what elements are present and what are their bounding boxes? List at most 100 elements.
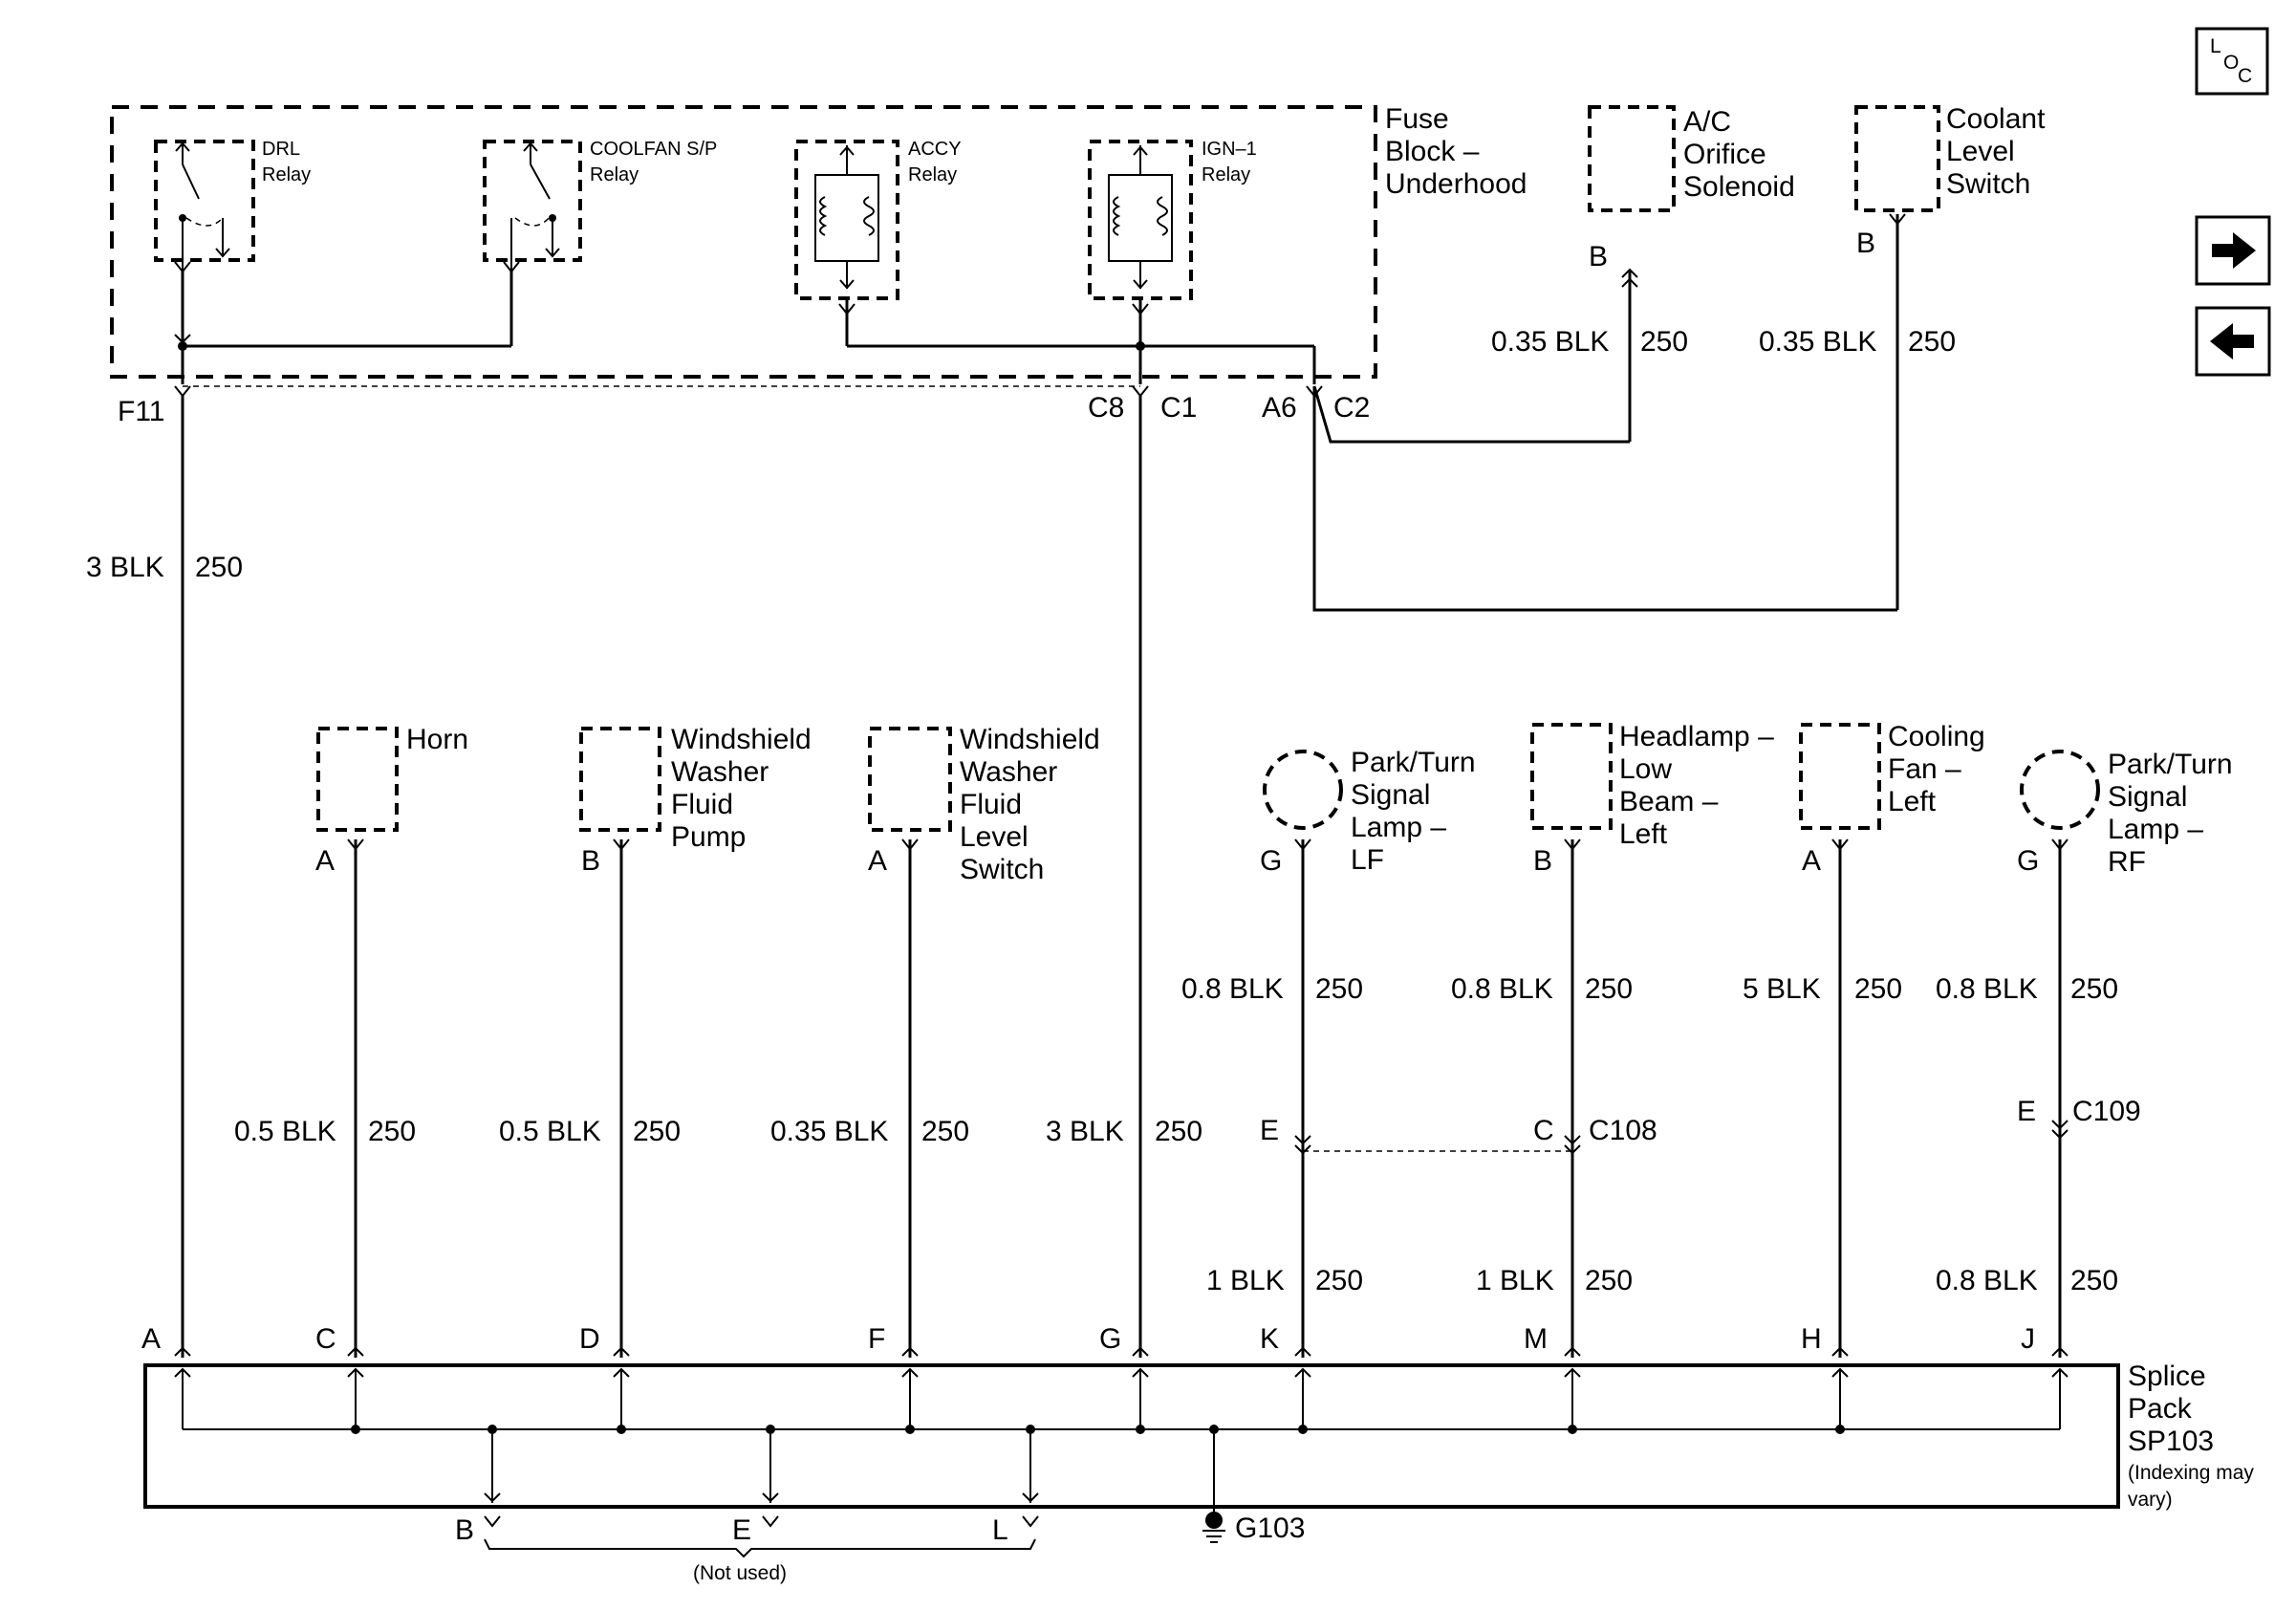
cooling-fan-pin: A xyxy=(1802,845,1821,877)
coolfan-relay-label: COOLFAN S/P Relay xyxy=(590,139,723,185)
ac-orifice-solenoid: A/C Orifice Solenoid B 0.35 BLK 250 xyxy=(1491,105,1795,442)
c108-label: C108 xyxy=(1589,1115,1657,1146)
washer-level-wire-size: 0.35 BLK xyxy=(770,1116,888,1147)
headlamp-low-beam-left: Headlamp – Low Beam – Left B 0.8 BLK 250 xyxy=(1451,721,1782,1358)
headlamp-wire-size: 0.8 BLK xyxy=(1451,973,1553,1005)
park-turn-rf-pin: G xyxy=(2017,845,2039,877)
unused-pin-b: B xyxy=(455,1514,474,1546)
fuse-block-label: Fuse Block – Underhood xyxy=(1385,103,1527,200)
windshield-washer-fluid-level-switch: Windshield Washer Fluid Level Switch A 0… xyxy=(770,724,1108,1358)
ac-orifice-solenoid-label: A/C Orifice Solenoid xyxy=(1683,106,1795,203)
c1-wire-size: 3 BLK xyxy=(1046,1116,1124,1147)
washer-pump-wire-circuit: 250 xyxy=(633,1116,681,1147)
cooling-fan-wire-circuit: 250 xyxy=(1854,973,1902,1005)
coolant-level-circuit: 250 xyxy=(1908,326,1956,358)
c109-pin-e: E xyxy=(2017,1096,2036,1127)
previous-page-button[interactable] xyxy=(2195,306,2271,377)
next-page-button[interactable] xyxy=(2195,215,2271,286)
arrow-right-icon xyxy=(2212,232,2256,269)
pin-f11: F11 xyxy=(118,396,164,427)
splice-pin-j: J xyxy=(2021,1323,2035,1355)
windshield-washer-fluid-pump: Windshield Washer Fluid Pump B 0.5 BLK 2… xyxy=(499,724,819,1358)
washer-level-switch-label: Windshield Washer Fluid Level Switch xyxy=(960,724,1108,885)
splice-pin-k: K xyxy=(1260,1323,1279,1355)
splice-pack-note: (Indexing may vary) xyxy=(2128,1462,2260,1511)
washer-level-switch-pin: A xyxy=(868,845,887,877)
connector-c108: E C C108 xyxy=(1260,1115,1657,1154)
ground-g103: G103 xyxy=(1202,1512,1305,1544)
park-turn-lf-wire-circuit: 250 xyxy=(1315,973,1363,1005)
horn: Horn A 0.5 BLK 250 xyxy=(234,724,468,1358)
park-turn-lf-label: Park/Turn Signal Lamp – LF xyxy=(1351,747,1484,876)
park-turn-rf-label: Park/Turn Signal Lamp – RF xyxy=(2108,749,2241,878)
park-turn-rf-wire-circuit: 250 xyxy=(2070,973,2118,1005)
unused-pin-l: L xyxy=(992,1514,1008,1546)
coolant-level-pin: B xyxy=(1856,228,1875,259)
ground-label: G103 xyxy=(1235,1513,1305,1544)
location-button[interactable]: L O C xyxy=(2195,27,2269,96)
arrow-left-icon xyxy=(2210,323,2254,359)
washer-level-wire-circuit: 250 xyxy=(921,1116,969,1147)
drl-relay-label: DRL Relay xyxy=(262,139,311,185)
horn-wire-size: 0.5 BLK xyxy=(234,1116,336,1147)
lower-headlamp-wire-size: 1 BLK xyxy=(1476,1265,1554,1296)
ground-icon xyxy=(1205,1512,1223,1529)
fuse-block-underhood: Fuse Block – Underhood DRL Relay xyxy=(110,103,1527,384)
coolant-level-switch: Coolant Level Switch B 0.35 BLK 250 xyxy=(1759,103,2053,610)
horn-wire-circuit: 250 xyxy=(368,1116,416,1147)
splice-pin-m: M xyxy=(1524,1323,1548,1355)
loc-letter-o: O xyxy=(2223,52,2239,74)
horn-label: Horn xyxy=(406,724,468,755)
splice-pin-c: C xyxy=(315,1323,336,1355)
not-used-bracket xyxy=(484,1538,1036,1558)
splice-pin-d: D xyxy=(579,1323,600,1355)
not-used-label: (Not used) xyxy=(693,1562,787,1584)
connector-c109: E C109 xyxy=(2017,1096,2141,1139)
c108-pin-e: E xyxy=(1260,1115,1279,1146)
ac-orifice-circuit: 250 xyxy=(1640,326,1688,358)
accy-relay: ACCY Relay xyxy=(794,139,966,300)
ign1-relay-label: IGN–1 Relay xyxy=(1202,139,1262,185)
cooling-fan-label: Cooling Fan – Left xyxy=(1888,721,1993,817)
coolfan-relay: COOLFAN S/P Relay xyxy=(483,139,723,270)
headlamp-pin: B xyxy=(1533,845,1552,877)
park-turn-rf-wire-size: 0.8 BLK xyxy=(1936,973,2038,1005)
f11-wire-circuit: 250 xyxy=(195,552,243,583)
loc-letter-c: C xyxy=(2238,65,2252,87)
washer-pump-label: Windshield Washer Fluid Pump xyxy=(671,724,819,853)
c1-wire-circuit: 250 xyxy=(1155,1116,1202,1147)
ign1-relay: IGN–1 Relay xyxy=(1088,139,1262,300)
headlamp-label: Headlamp – Low Beam – Left xyxy=(1619,721,1782,850)
park-turn-lf-pin: G xyxy=(1260,845,1282,877)
cooling-fan-left: Cooling Fan – Left A 5 BLK 250 xyxy=(1743,721,1993,1358)
park-turn-signal-lamp-rf: Park/Turn Signal Lamp – RF G 0.8 BLK 250 xyxy=(1936,749,2241,1358)
lower-lf-wire-size: 1 BLK xyxy=(1206,1265,1285,1296)
loc-letter-l: L xyxy=(2210,35,2221,57)
ac-orifice-wire: 0.35 BLK xyxy=(1491,326,1609,358)
headlamp-wire-circuit: 250 xyxy=(1585,973,1633,1005)
park-turn-signal-lamp-lf: Park/Turn Signal Lamp – LF G 0.8 BLK 250 xyxy=(1181,747,1484,1358)
splice-pin-g: G xyxy=(1099,1323,1121,1355)
drl-relay: DRL Relay xyxy=(154,139,311,270)
washer-pump-pin: B xyxy=(581,845,600,877)
unused-pin-e: E xyxy=(732,1514,751,1546)
splice-pin-a: A xyxy=(141,1323,161,1355)
lower-lf-wire-circuit: 250 xyxy=(1315,1265,1363,1296)
pin-a6: A6 xyxy=(1262,392,1297,424)
c108-pin-c: C xyxy=(1533,1115,1554,1146)
lower-rf-wire-size: 0.8 BLK xyxy=(1936,1265,2038,1296)
splice-pin-h: H xyxy=(1801,1323,1822,1355)
coolant-level-switch-label: Coolant Level Switch xyxy=(1946,103,2053,200)
pin-c1: C1 xyxy=(1160,392,1197,424)
lower-headlamp-wire-circuit: 250 xyxy=(1585,1265,1633,1296)
lower-rf-wire-circuit: 250 xyxy=(2070,1265,2118,1296)
washer-pump-wire-size: 0.5 BLK xyxy=(499,1116,601,1147)
f11-wire-size: 3 BLK xyxy=(86,552,164,583)
accy-relay-label: ACCY Relay xyxy=(908,139,966,185)
pin-c8: C8 xyxy=(1088,392,1124,424)
pin-c2: C2 xyxy=(1333,392,1370,424)
cooling-fan-wire-size: 5 BLK xyxy=(1743,973,1821,1005)
c109-label: C109 xyxy=(2072,1096,2141,1127)
splice-pin-f: F xyxy=(868,1323,885,1355)
